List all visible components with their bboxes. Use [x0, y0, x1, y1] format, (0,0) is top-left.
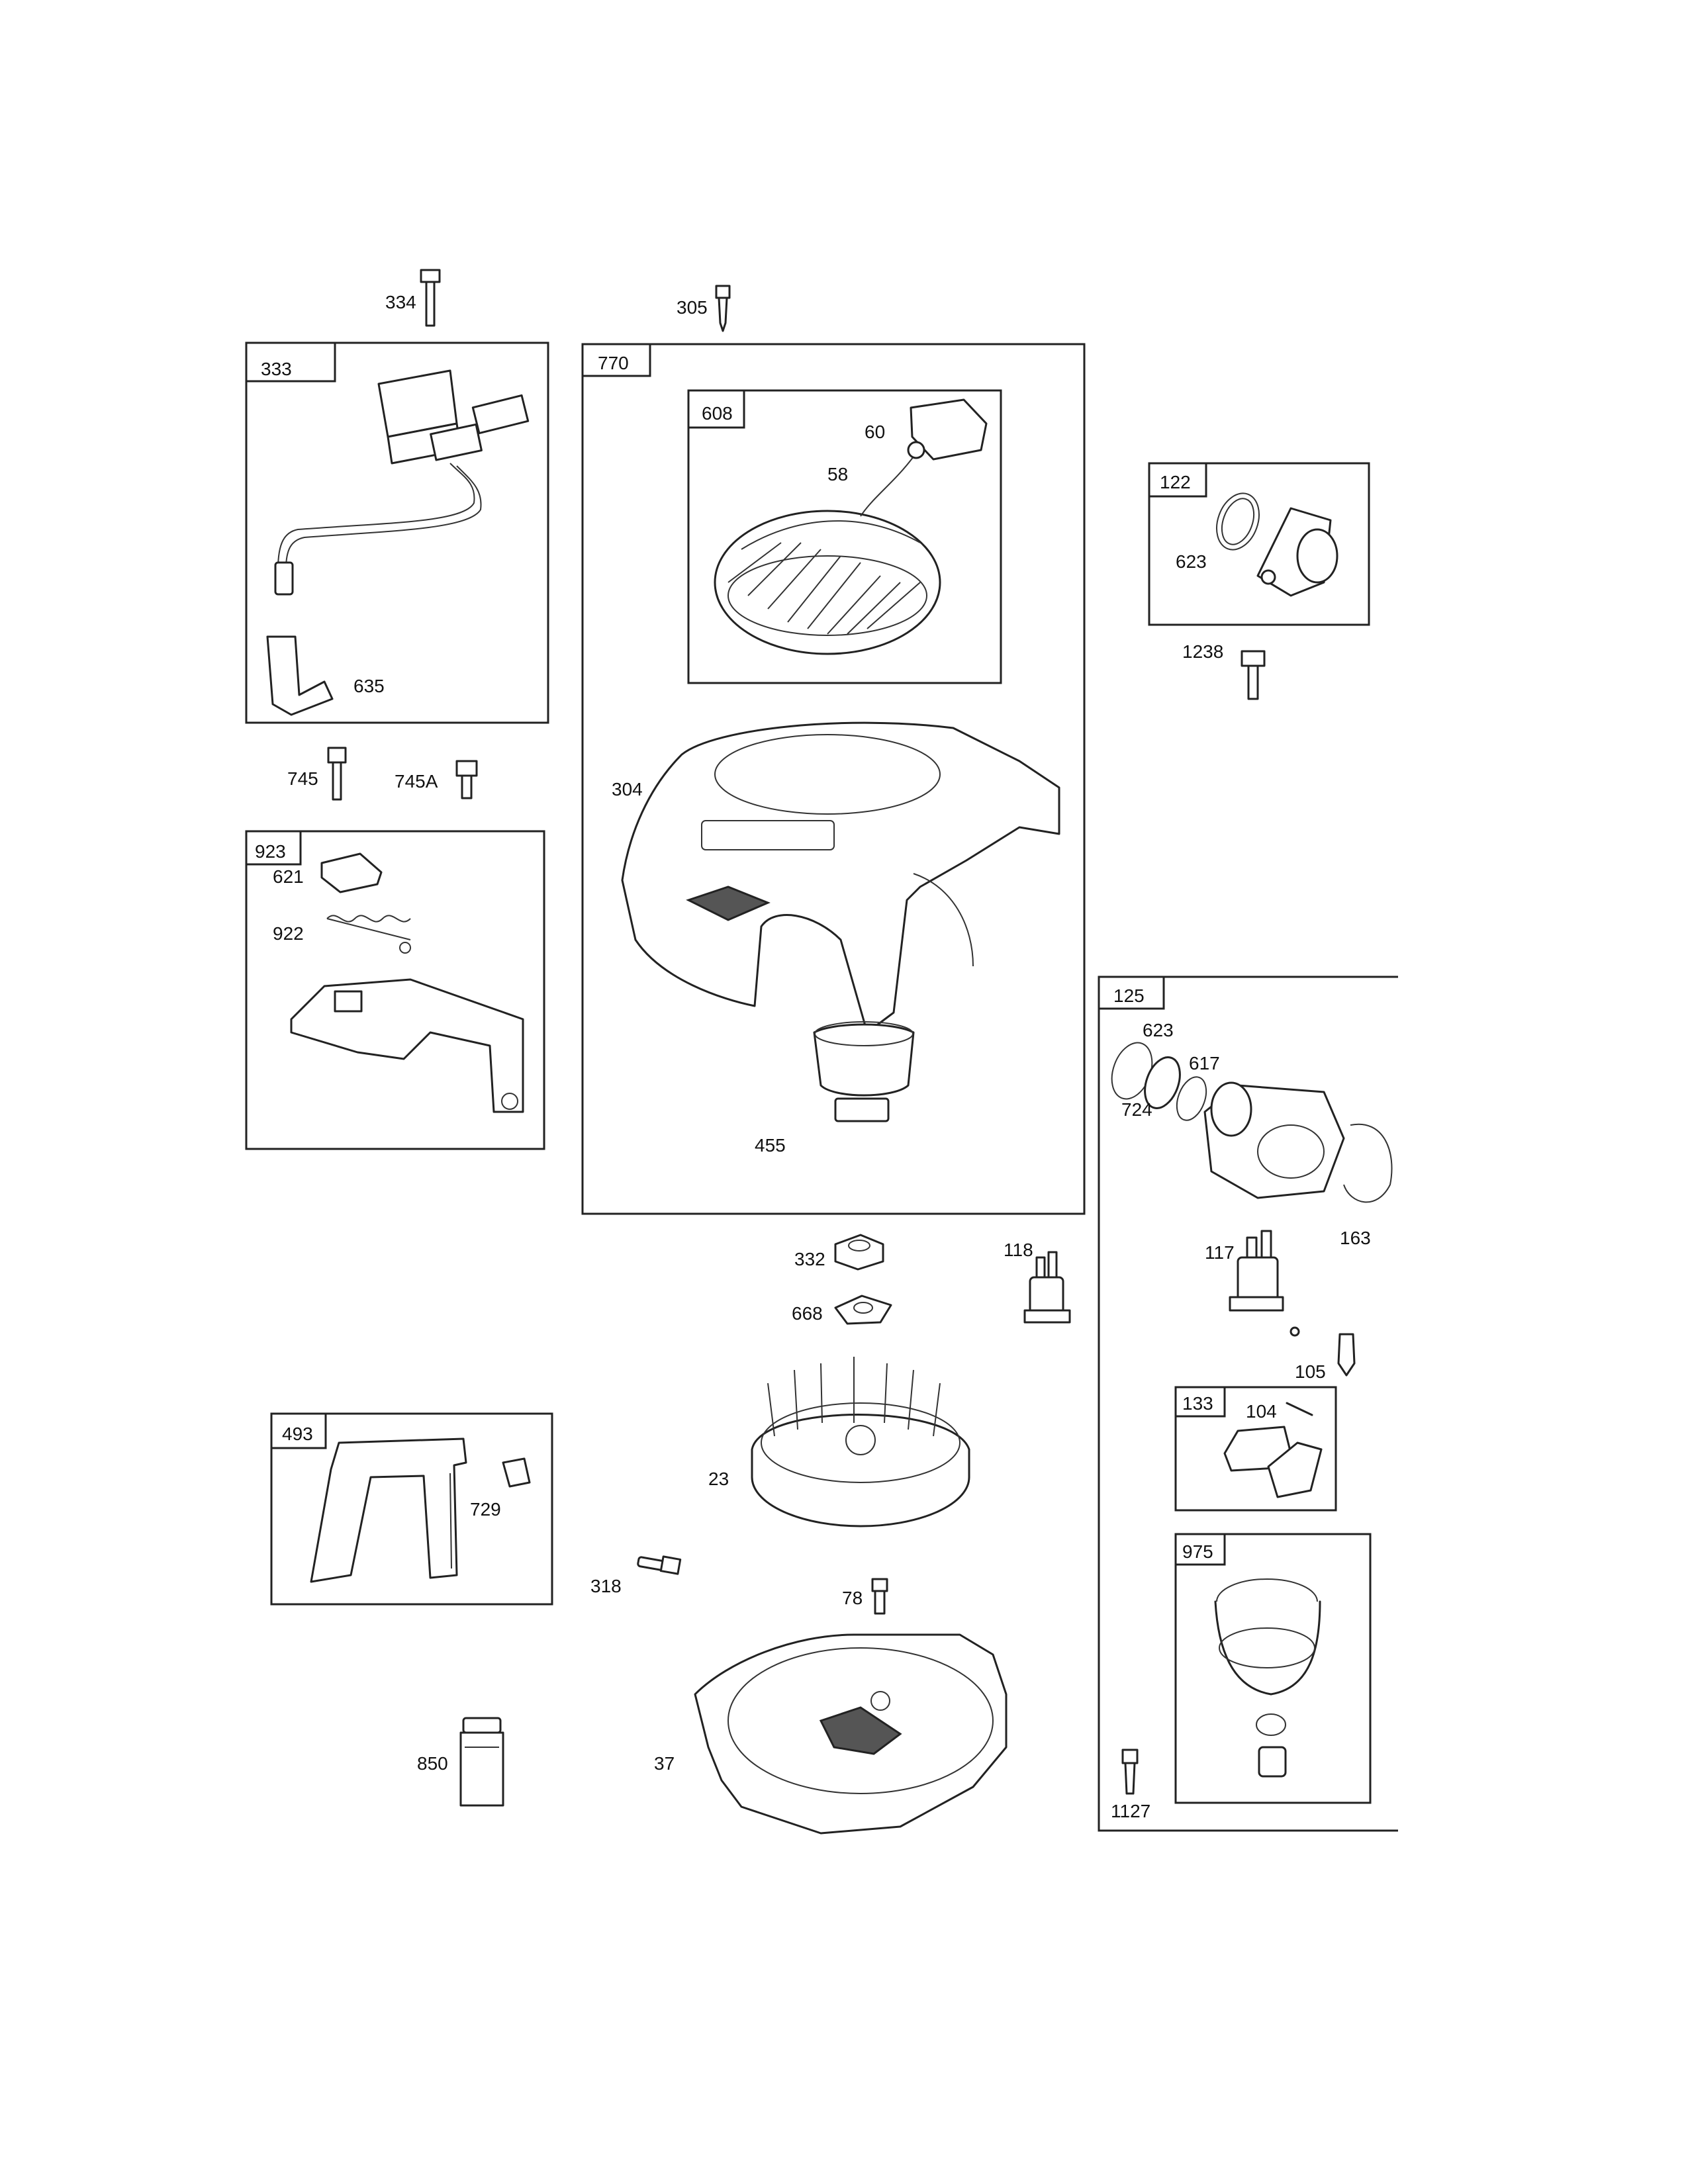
cup-455 [813, 1021, 915, 1122]
callout-745a: 745A [395, 771, 438, 792]
callout-118: 118 [1004, 1240, 1033, 1260]
screw-305 [715, 285, 731, 332]
callout-850: 850 [417, 1753, 448, 1774]
callout-745: 745 [287, 768, 318, 789]
nut-332 [834, 1234, 884, 1271]
assembly-box-975: 975 [1174, 1533, 1372, 1804]
callout-1127: 1127 [1111, 1801, 1150, 1821]
bolt-745a [455, 760, 478, 799]
callout-493: 493 [282, 1424, 313, 1444]
assembly-box-122: 122 [1148, 462, 1370, 626]
starter-handle-60 [907, 398, 988, 461]
o-ring-617 [1176, 1076, 1207, 1121]
callout-724: 724 [1121, 1099, 1152, 1120]
needle-105 [1289, 1326, 1356, 1377]
callout-770: 770 [598, 353, 629, 373]
bolt-1238 [1241, 650, 1266, 700]
callout-333: 333 [261, 359, 292, 379]
assembly-box-133: 133 [1174, 1386, 1337, 1512]
assembly-box-333: 333 [245, 341, 549, 724]
spring-922 [326, 915, 411, 954]
callout-125: 125 [1113, 985, 1145, 1006]
screw-1127 [1121, 1749, 1139, 1795]
blower-housing-304 [621, 721, 1060, 1034]
callout-304: 304 [612, 779, 643, 799]
assembly-box-608: 608 [687, 389, 1002, 684]
callout-621: 621 [273, 866, 304, 887]
callout-37: 37 [654, 1753, 675, 1774]
assembly-box-125: 125 [1098, 976, 1398, 1832]
callout-975: 975 [1182, 1541, 1213, 1562]
clip-729 [502, 1457, 531, 1488]
callout-922: 922 [273, 923, 304, 944]
callout-923: 923 [255, 841, 286, 862]
bolt-318 [637, 1555, 682, 1575]
gasket-163 [1343, 1123, 1393, 1203]
washer-668 [834, 1295, 892, 1325]
assembly-box-923: 923 [245, 830, 545, 1150]
screw-78 [871, 1578, 888, 1615]
bolt-334 [420, 269, 441, 327]
sealant-tube-850 [459, 1717, 504, 1807]
callout-608: 608 [702, 403, 733, 424]
intake-elbow-122 [1256, 507, 1338, 597]
float-133 [1223, 1426, 1323, 1498]
flywheel-23 [751, 1357, 970, 1527]
callout-305: 305 [677, 297, 708, 318]
callout-122: 122 [1160, 472, 1191, 492]
solenoid-117 [1229, 1230, 1284, 1312]
callout-668: 668 [792, 1303, 823, 1324]
callout-133: 133 [1182, 1393, 1213, 1414]
spark-plug-boot-635 [266, 635, 334, 716]
callout-78: 78 [842, 1588, 863, 1608]
callout-332: 332 [794, 1249, 825, 1269]
bracket-493 [310, 1437, 467, 1583]
callout-58: 58 [827, 464, 848, 484]
pin-104 [1286, 1402, 1313, 1416]
shroud-base-37 [694, 1633, 1008, 1835]
ignition-coil-333 [274, 369, 530, 596]
callout-635: 635 [353, 676, 385, 696]
callout-163: 163 [1340, 1228, 1371, 1248]
callout-623-carb: 623 [1143, 1020, 1174, 1040]
callout-60: 60 [865, 422, 885, 442]
gasket-724 [1144, 1056, 1181, 1109]
callout-23: 23 [708, 1469, 729, 1489]
carburetor-125 [1203, 1081, 1345, 1199]
callout-117: 117 [1205, 1242, 1235, 1263]
assembly-box-493: 493 [270, 1412, 553, 1606]
callout-334: 334 [385, 292, 416, 312]
callout-617: 617 [1189, 1053, 1220, 1073]
callout-1238: 1238 [1182, 641, 1223, 662]
bolt-745 [327, 747, 347, 801]
callout-104: 104 [1246, 1401, 1277, 1422]
callout-623-top: 623 [1176, 551, 1207, 572]
assembly-box-770: 770 [581, 343, 1086, 1215]
control-bracket-923 [290, 978, 524, 1113]
rewind-starter-608 [714, 456, 941, 655]
callout-729: 729 [470, 1499, 501, 1520]
solenoid-118 [1023, 1251, 1071, 1324]
float-bowl-975 [1214, 1578, 1321, 1778]
callout-105: 105 [1295, 1361, 1326, 1382]
callout-455: 455 [755, 1135, 786, 1156]
callout-318: 318 [590, 1576, 622, 1596]
clip-621 [320, 852, 383, 893]
o-ring-623-top [1216, 492, 1260, 551]
